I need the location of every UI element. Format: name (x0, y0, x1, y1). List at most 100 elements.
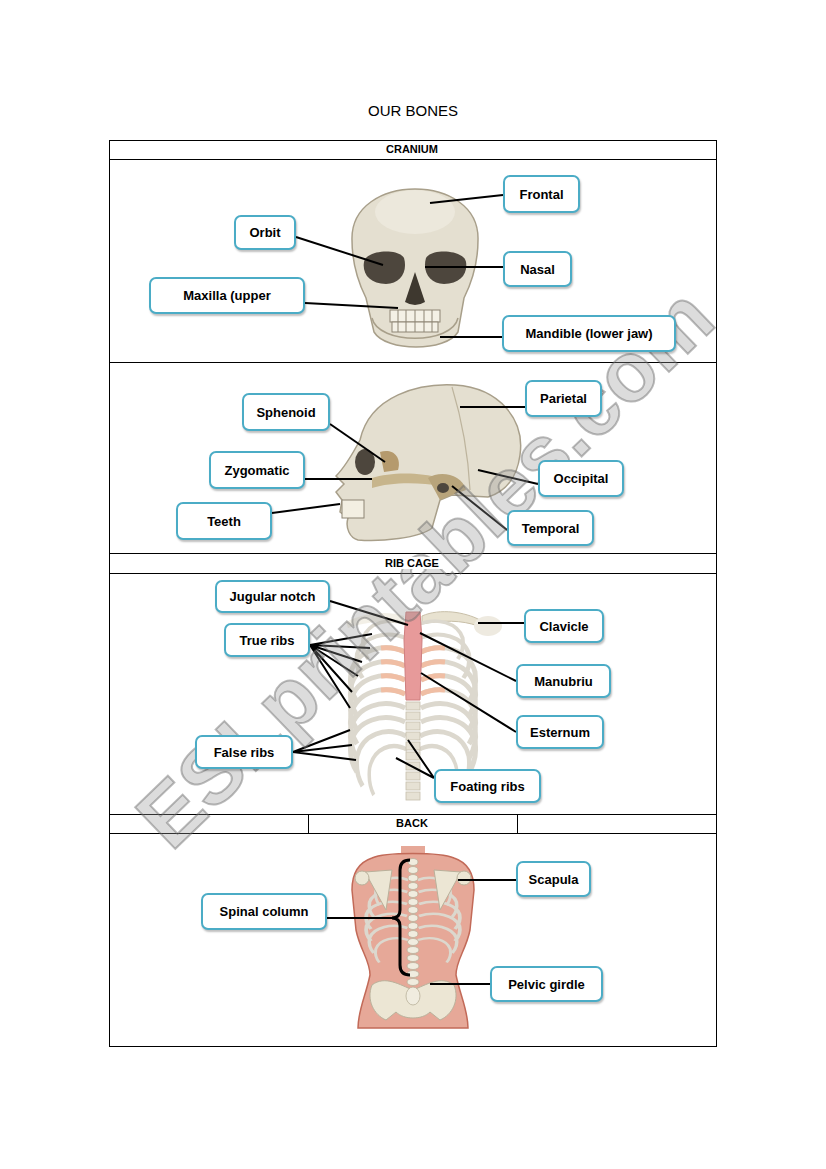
label-text: Nasal (520, 262, 555, 277)
vertebra (408, 867, 418, 874)
label-box: Foating ribs (434, 769, 541, 803)
label-text: Zygomatic (224, 463, 289, 478)
vertebra (406, 732, 420, 740)
label-box: Nasal (503, 251, 572, 287)
leader-line (458, 879, 516, 881)
teeth-lines (398, 310, 432, 332)
vertebra (408, 931, 418, 938)
column-line (517, 814, 518, 833)
label-text: True ribs (240, 633, 295, 648)
page-title: OUR BONES (368, 102, 458, 119)
label-box: Esternum (516, 715, 604, 749)
vertebra (407, 963, 419, 970)
label-text: Parietal (540, 391, 587, 406)
teeth (342, 500, 364, 518)
label-box: Mandible (lower jaw) (502, 315, 676, 352)
label-text: Jugular notch (230, 589, 316, 604)
vertebra (408, 907, 418, 914)
leader-fan (396, 740, 434, 778)
body (352, 854, 474, 1029)
cartilage (421, 648, 445, 652)
label-box: Pelvic girdle (490, 966, 603, 1002)
vertebra (408, 899, 418, 906)
nasal-cavity (405, 272, 425, 305)
cartilage (421, 690, 445, 694)
leader-line (430, 195, 503, 203)
vertebra (406, 772, 420, 780)
label-text: Pelvic girdle (508, 977, 585, 992)
leader-line (327, 917, 392, 919)
label-text: Frontal (519, 187, 563, 202)
vertebra (407, 947, 419, 954)
label-box: Scapula (516, 861, 591, 897)
shoulder (474, 616, 502, 636)
leader-line (425, 266, 503, 268)
orbit (364, 252, 405, 284)
vertebra (408, 923, 418, 930)
rib (418, 938, 451, 962)
label-text: Scapula (529, 872, 579, 887)
label-box: Clavicle (524, 609, 604, 643)
sacrum (406, 987, 420, 1005)
leader-line (305, 478, 372, 480)
table-header: CRANIUM (383, 143, 441, 155)
label-text: Teeth (207, 514, 241, 529)
cartilage (381, 690, 405, 694)
leader-line (305, 303, 398, 308)
leader-line (478, 622, 524, 624)
label-box: Teeth (176, 502, 272, 540)
label-box: True ribs (224, 623, 310, 657)
label-text: Foating ribs (450, 779, 524, 794)
back-figure (352, 846, 474, 1028)
label-text: False ribs (214, 745, 275, 760)
vertebra (406, 722, 420, 730)
label-text: Sphenoid (256, 405, 315, 420)
vertebra (408, 939, 419, 946)
label-text: Esternum (530, 725, 590, 740)
label-box: Spinal column (201, 893, 327, 930)
label-box: Orbit (234, 215, 296, 250)
label-box: False ribs (195, 735, 293, 769)
label-text: Manubriu (534, 674, 593, 689)
highlight (375, 190, 455, 234)
bracket (392, 860, 410, 975)
leader-line (296, 237, 383, 265)
vertebra (408, 915, 418, 922)
label-box: Sphenoid (242, 393, 330, 431)
label-box: Parietal (525, 380, 602, 417)
vertebra (408, 875, 418, 882)
vertebra (406, 712, 420, 720)
cartilage (381, 676, 405, 680)
label-box: Manubriu (516, 664, 611, 698)
table-header: RIB CAGE (382, 557, 442, 569)
label-text: Orbit (249, 225, 280, 240)
shoulder (355, 871, 369, 885)
label-box: Jugular notch (215, 580, 330, 613)
label-text: Spinal column (220, 904, 309, 919)
leader-line (420, 633, 516, 681)
label-box: Zygomatic (209, 451, 305, 489)
row-line (109, 159, 716, 160)
cartilage (421, 662, 445, 666)
vertebra (406, 702, 420, 710)
rib (375, 938, 408, 962)
spine (406, 702, 420, 800)
leader-line (272, 504, 340, 513)
column-line (308, 814, 309, 833)
vertebra (406, 782, 420, 790)
vertebra (408, 891, 418, 898)
label-box: Temporal (507, 510, 594, 546)
label-text: Maxilla (upper (183, 288, 270, 303)
vertebra (406, 792, 420, 800)
leader-line (330, 424, 385, 462)
table-header: BACK (393, 817, 431, 829)
label-box: Maxilla (upper (149, 277, 305, 314)
vertebra (407, 979, 419, 986)
spine (406, 859, 420, 1006)
label-box: Occipital (538, 460, 624, 497)
vertebra (408, 883, 418, 890)
label-text: Temporal (522, 521, 580, 536)
label-text: Occipital (554, 471, 609, 486)
rib (369, 746, 407, 795)
